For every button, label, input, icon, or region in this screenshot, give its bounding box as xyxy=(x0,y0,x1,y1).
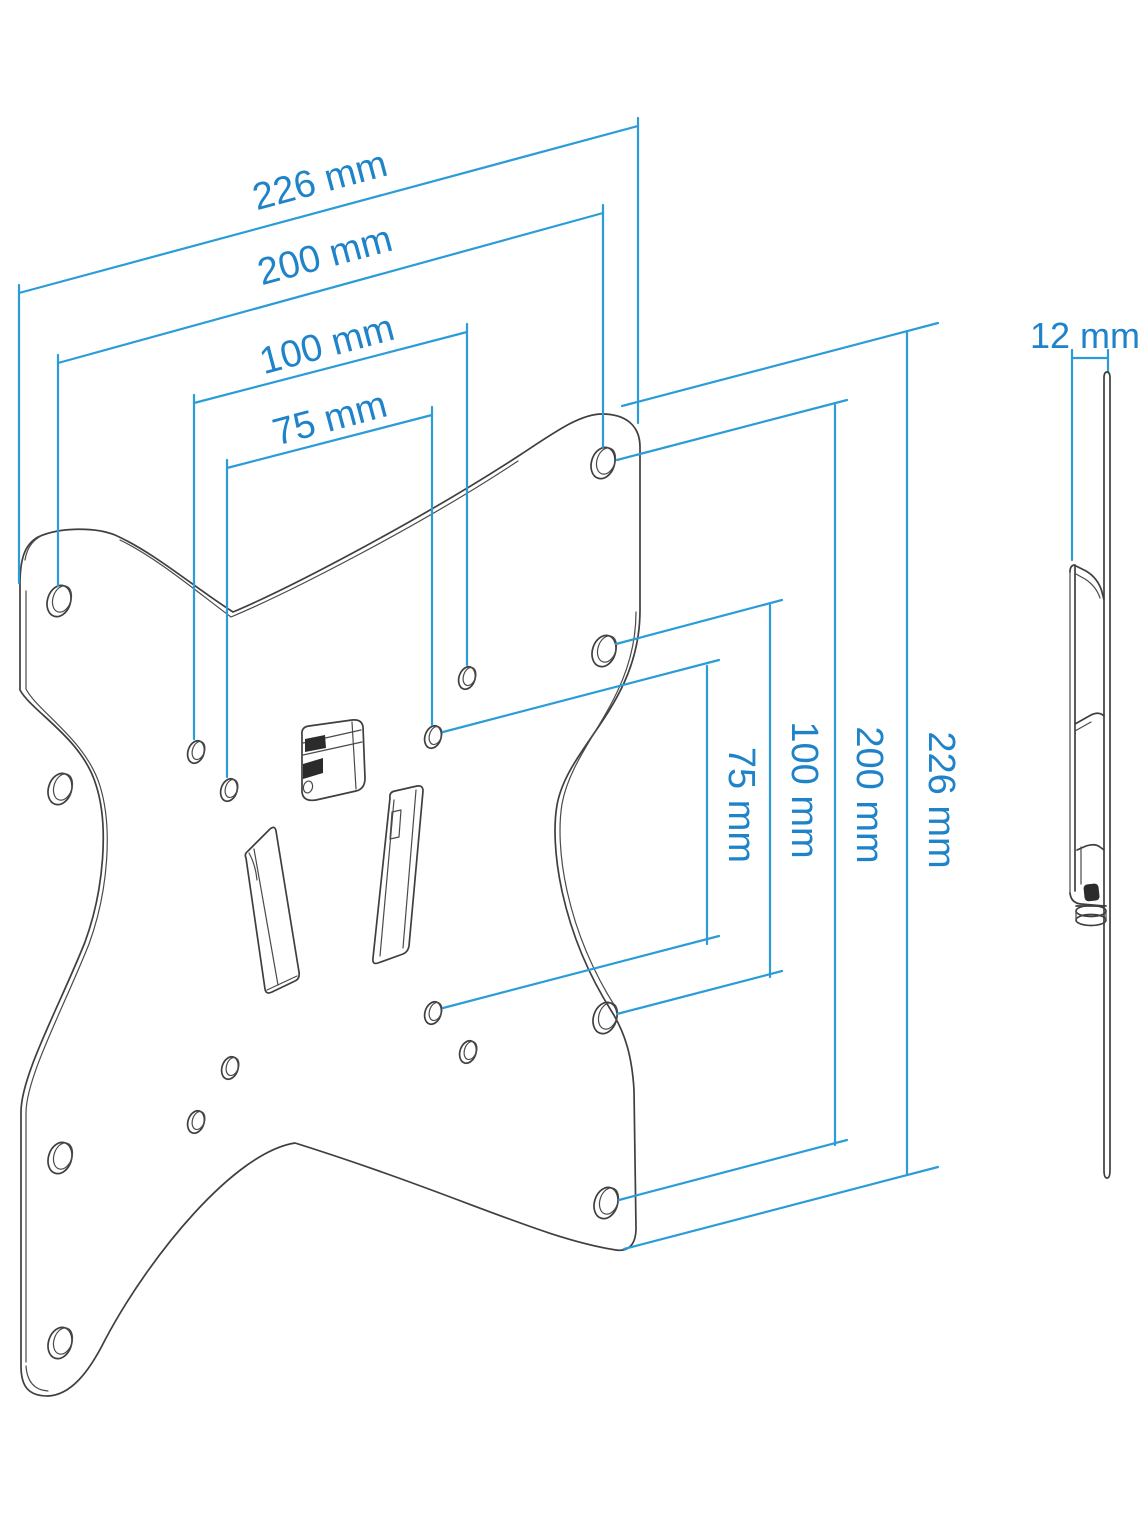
dim-12mm-depth: 12 mm xyxy=(1030,315,1140,562)
dim-100mm-height: 100 mm xyxy=(614,598,825,1016)
dim-200mm-width: 200 mm xyxy=(56,203,605,588)
side-plate-profile xyxy=(1103,371,1111,1179)
small-vesa-holes xyxy=(186,665,478,1135)
dim-label-height-75: 75 mm xyxy=(720,747,762,863)
right-slot xyxy=(372,785,424,965)
side-screw-assembly xyxy=(1075,883,1107,927)
dim-label-height-100: 100 mm xyxy=(783,721,825,858)
vesa100-hole xyxy=(457,665,477,691)
large-hole xyxy=(593,1186,620,1220)
plate-thickness-bottom-left xyxy=(25,1365,49,1392)
dim-75mm-height: 75 mm xyxy=(441,658,762,1010)
dim-label-width-75: 75 mm xyxy=(268,384,391,455)
dim-label-width-226: 226 mm xyxy=(248,143,391,219)
plate-thickness-top-saddle xyxy=(119,460,519,618)
large-hole xyxy=(47,772,74,806)
vesa75-hole xyxy=(219,777,239,803)
dim-label-height-226: 226 mm xyxy=(920,731,962,868)
side-view: 12 mm xyxy=(1030,315,1140,1179)
dim-200mm-height: 200 mm xyxy=(615,398,890,1202)
vesa75-hole xyxy=(423,724,443,750)
plate-thickness-right-waist xyxy=(559,611,637,1009)
dim-label-height-200: 200 mm xyxy=(848,726,890,863)
large-hole xyxy=(592,1001,619,1035)
dim-label-width-100: 100 mm xyxy=(255,307,398,383)
vesa100-hole xyxy=(186,1109,206,1135)
plate-thickness-top-left xyxy=(24,535,42,561)
large-mounting-holes xyxy=(46,446,620,1360)
vesa100-hole xyxy=(186,739,206,765)
side-hook-rail xyxy=(1069,564,1105,907)
large-hole xyxy=(590,446,617,480)
large-hole xyxy=(591,634,618,668)
large-hole xyxy=(47,1326,74,1360)
large-hole xyxy=(46,584,73,618)
large-hole xyxy=(47,1141,74,1175)
horizontal-dimensions: 226 mm 200 mm 100 mm 75 mm xyxy=(17,116,640,779)
latch-clip xyxy=(301,719,366,802)
dim-226mm-height: 226 mm xyxy=(620,321,962,1251)
front-view-plate xyxy=(19,413,641,1397)
rail-slots xyxy=(244,785,424,994)
dim-label-width-200: 200 mm xyxy=(253,218,396,294)
vesa75-hole xyxy=(423,1000,443,1026)
dim-label-depth-12: 12 mm xyxy=(1030,315,1140,356)
dim-75mm-width: 75 mm xyxy=(225,384,434,779)
vesa75-hole xyxy=(220,1055,240,1081)
plate-thickness-left-edge xyxy=(25,590,108,1363)
vesa100-hole xyxy=(458,1039,478,1065)
plate-outline xyxy=(19,413,641,1397)
vertical-dimensions: 75 mm 100 mm 200 mm 226 mm xyxy=(441,321,962,1251)
left-slot xyxy=(244,826,301,994)
dim-100mm-width: 100 mm xyxy=(192,307,469,741)
